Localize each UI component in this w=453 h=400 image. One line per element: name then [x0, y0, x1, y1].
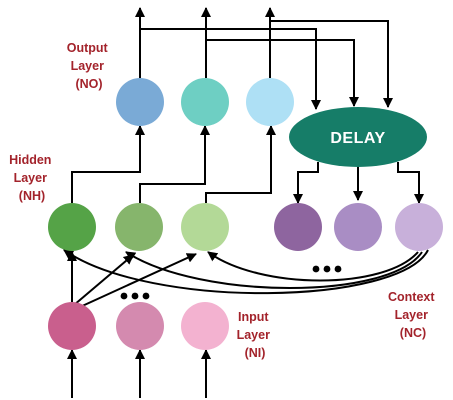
input-node-2 [116, 302, 164, 350]
delay-label: DELAY [330, 130, 385, 147]
input-layer-label: Input Layer (NI) [237, 310, 274, 360]
delay-to-context1 [293, 162, 319, 204]
hidden-node-2 [115, 203, 163, 251]
input-layer [48, 302, 229, 350]
hidden-node-1 [48, 203, 96, 251]
context-node-3 [395, 203, 443, 251]
hidden3-to-output3 [205, 125, 276, 203]
delay-block: DELAY [289, 107, 427, 167]
output2-to-delay [206, 39, 359, 107]
context-to-hidden1 [63, 249, 429, 295]
input-node-3 [181, 302, 229, 350]
context-to-hidden2 [125, 251, 423, 289]
context-node-2 [334, 203, 382, 251]
hidden1-to-output1 [71, 125, 145, 203]
context-node-1 [274, 203, 322, 251]
context-layer [274, 203, 443, 251]
output-node-2 [181, 78, 229, 126]
output-layer [116, 78, 294, 126]
context-to-hidden3 [207, 251, 419, 282]
hidden-node-3 [181, 203, 229, 251]
input-ellipsis-icon [120, 292, 150, 300]
context-ellipsis-icon [312, 265, 342, 273]
context-layer-label: Context Layer (NC) [388, 290, 438, 340]
input-node-1 [48, 302, 96, 350]
ellipsis-dots [120, 265, 342, 300]
output-node-3 [246, 78, 294, 126]
output3-to-delay [270, 20, 393, 108]
output1-to-delay [140, 28, 321, 110]
output-layer-label: Output Layer (NO) [67, 41, 111, 91]
connections [63, 7, 429, 398]
layer-labels: Output Layer (NO) Hidden Layer (NH) Inpu… [9, 41, 438, 360]
delay-ellipse [289, 107, 427, 167]
hidden-layer [48, 203, 229, 251]
output-node-1 [116, 78, 164, 126]
input1-to-hidden2 [73, 254, 134, 306]
hidden-layer-label: Hidden Layer (NH) [9, 153, 55, 203]
delay-to-context3 [397, 162, 424, 204]
hidden2-to-output2 [139, 125, 210, 203]
